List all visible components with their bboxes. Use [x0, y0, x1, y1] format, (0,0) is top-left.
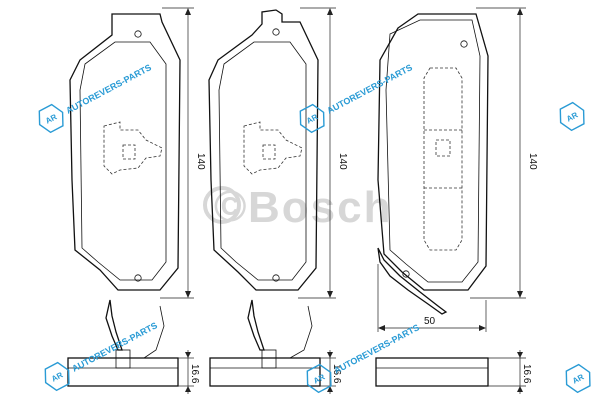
dimension-label: 140 [337, 153, 348, 170]
dimension-height-1: 140 [160, 7, 206, 299]
wear-indicator-spring [377, 247, 448, 315]
dimension-height-2: 140 [298, 7, 348, 299]
dimension-label: 16.6 [189, 364, 200, 384]
dimension-label: 16.6 [331, 364, 342, 384]
brake-pad-3-side-view [375, 357, 489, 387]
dimension-label: 140 [527, 153, 538, 170]
mounting-hole [134, 30, 142, 38]
dimension-thickness-3: 16.6 [488, 350, 532, 394]
watermark-badge: AR [50, 370, 65, 383]
mounting-hole [272, 28, 280, 36]
watermark-badge: AR [565, 110, 580, 123]
mounting-hole [272, 274, 280, 282]
watermark: AR [559, 101, 585, 132]
watermark-badge: AR [312, 372, 327, 385]
watermark: AR AUTOREVERS-PARTS [38, 62, 153, 134]
brake-pad-2-front-view [208, 9, 319, 291]
brake-pad-1-front-view [69, 13, 181, 291]
bosch-logo: © Bosch [203, 182, 392, 232]
brake-pad-1-side-view [67, 299, 179, 387]
watermark: AR AUTOREVERS-PARTS [44, 320, 159, 392]
watermark: AR AUTOREVERS-PARTS [306, 322, 421, 394]
bosch-logo-text: Bosch [248, 183, 392, 232]
mounting-hole [134, 274, 142, 282]
mounting-hole [402, 270, 410, 278]
mounting-hole [460, 40, 468, 48]
bosch-logo-mark: © [214, 182, 248, 231]
watermark: AR [565, 363, 591, 394]
dimension-label: 16.6 [521, 364, 532, 384]
brake-pad-3-rear-view [377, 13, 489, 315]
dimension-label: 50 [424, 316, 436, 327]
watermark-label: AUTOREVERS-PARTS [325, 62, 414, 116]
watermark-badge: AR [44, 112, 59, 125]
watermark-label: AUTOREVERS-PARTS [64, 62, 153, 116]
dimension-height-3: 140 [470, 7, 538, 299]
brake-pad-2-side-view [209, 299, 321, 387]
dimension-label: 140 [195, 153, 206, 170]
watermark: AR AUTOREVERS-PARTS [299, 62, 414, 134]
dimension-thickness-1: 16.6 [178, 350, 200, 394]
watermark-badge: AR [571, 372, 586, 385]
dimension-spring-width: 50 [377, 264, 487, 332]
